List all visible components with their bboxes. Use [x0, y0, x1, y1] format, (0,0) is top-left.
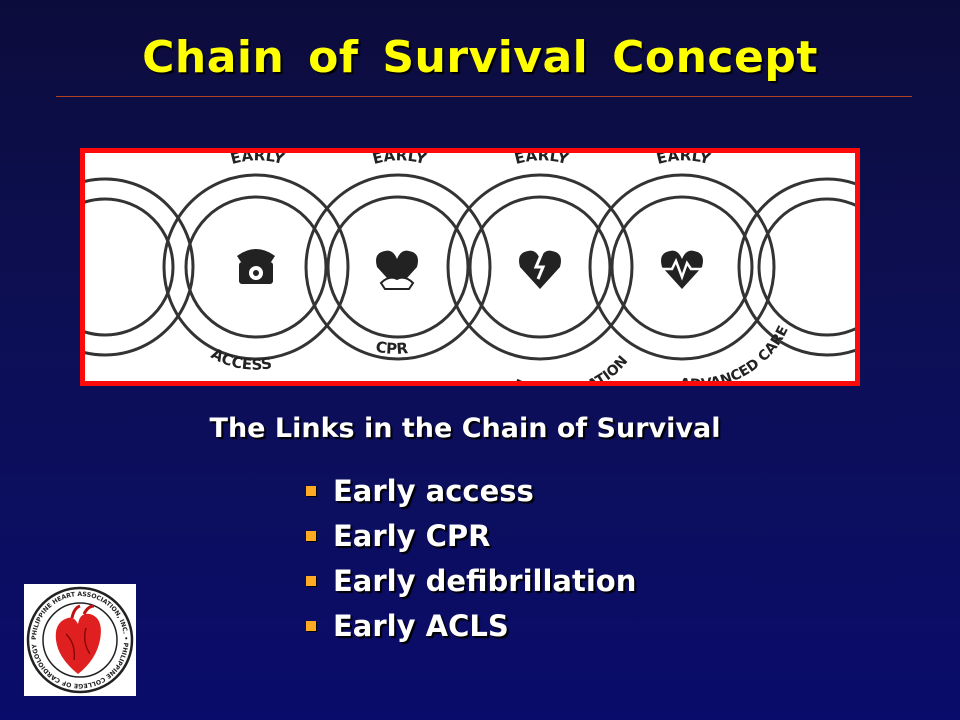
heart-icon — [55, 604, 101, 674]
link-1-bottom-label: ACCESS — [208, 345, 273, 374]
square-bullet-icon — [306, 620, 316, 631]
link-2-top-label: EARLY — [371, 153, 430, 168]
chain-left-end — [85, 177, 195, 357]
chain-link-2 — [304, 173, 492, 361]
slide-title: Chain of Survival Concept — [142, 32, 818, 83]
chain-svg: EARLY EARLY EARLY EARLY ACCESS CPR DEFIB… — [85, 153, 855, 381]
list-item: Early CPR — [306, 513, 636, 558]
links-heading: The Links in the Chain of Survival — [209, 413, 721, 444]
chain-link-1 — [162, 173, 350, 361]
link-3-top-label: EARLY — [513, 153, 572, 168]
list-item-label: Early defibrillation — [333, 563, 637, 598]
list-item-label: Early ACLS — [333, 608, 509, 643]
square-bullet-icon — [306, 485, 316, 496]
heart-monitor-icon — [661, 250, 703, 289]
title-divider — [56, 96, 912, 97]
list-item-label: Early access — [333, 473, 534, 508]
list-item-label: Early CPR — [333, 518, 491, 553]
list-item: Early access — [306, 468, 636, 513]
chain-link-3 — [446, 173, 634, 361]
shocked-heart-icon — [519, 250, 561, 289]
list-item: Early defibrillation — [306, 558, 636, 603]
link-2-bottom-label: CPR — [374, 338, 409, 358]
chain-right-end — [737, 177, 855, 357]
link-4-top-label: EARLY — [655, 153, 714, 168]
link-4-bottom-label: ADVANCED CARE — [679, 323, 792, 381]
links-list: Early access Early CPR Early defibrillat… — [306, 468, 636, 648]
philippine-heart-association-logo: PHILIPPINE HEART ASSOCIATION, INC. • PHI… — [24, 584, 136, 696]
chain-link-4 — [588, 173, 776, 361]
square-bullet-icon — [306, 575, 316, 586]
list-item: Early ACLS — [306, 603, 636, 648]
square-bullet-icon — [306, 530, 316, 541]
logo-seal: PHILIPPINE HEART ASSOCIATION, INC. • PHI… — [26, 586, 134, 694]
chain-of-survival-diagram: EARLY EARLY EARLY EARLY ACCESS CPR DEFIB… — [80, 148, 860, 386]
telephone-icon — [237, 249, 275, 284]
hands-on-heart-icon — [376, 250, 418, 290]
link-1-top-label: EARLY — [229, 153, 288, 168]
